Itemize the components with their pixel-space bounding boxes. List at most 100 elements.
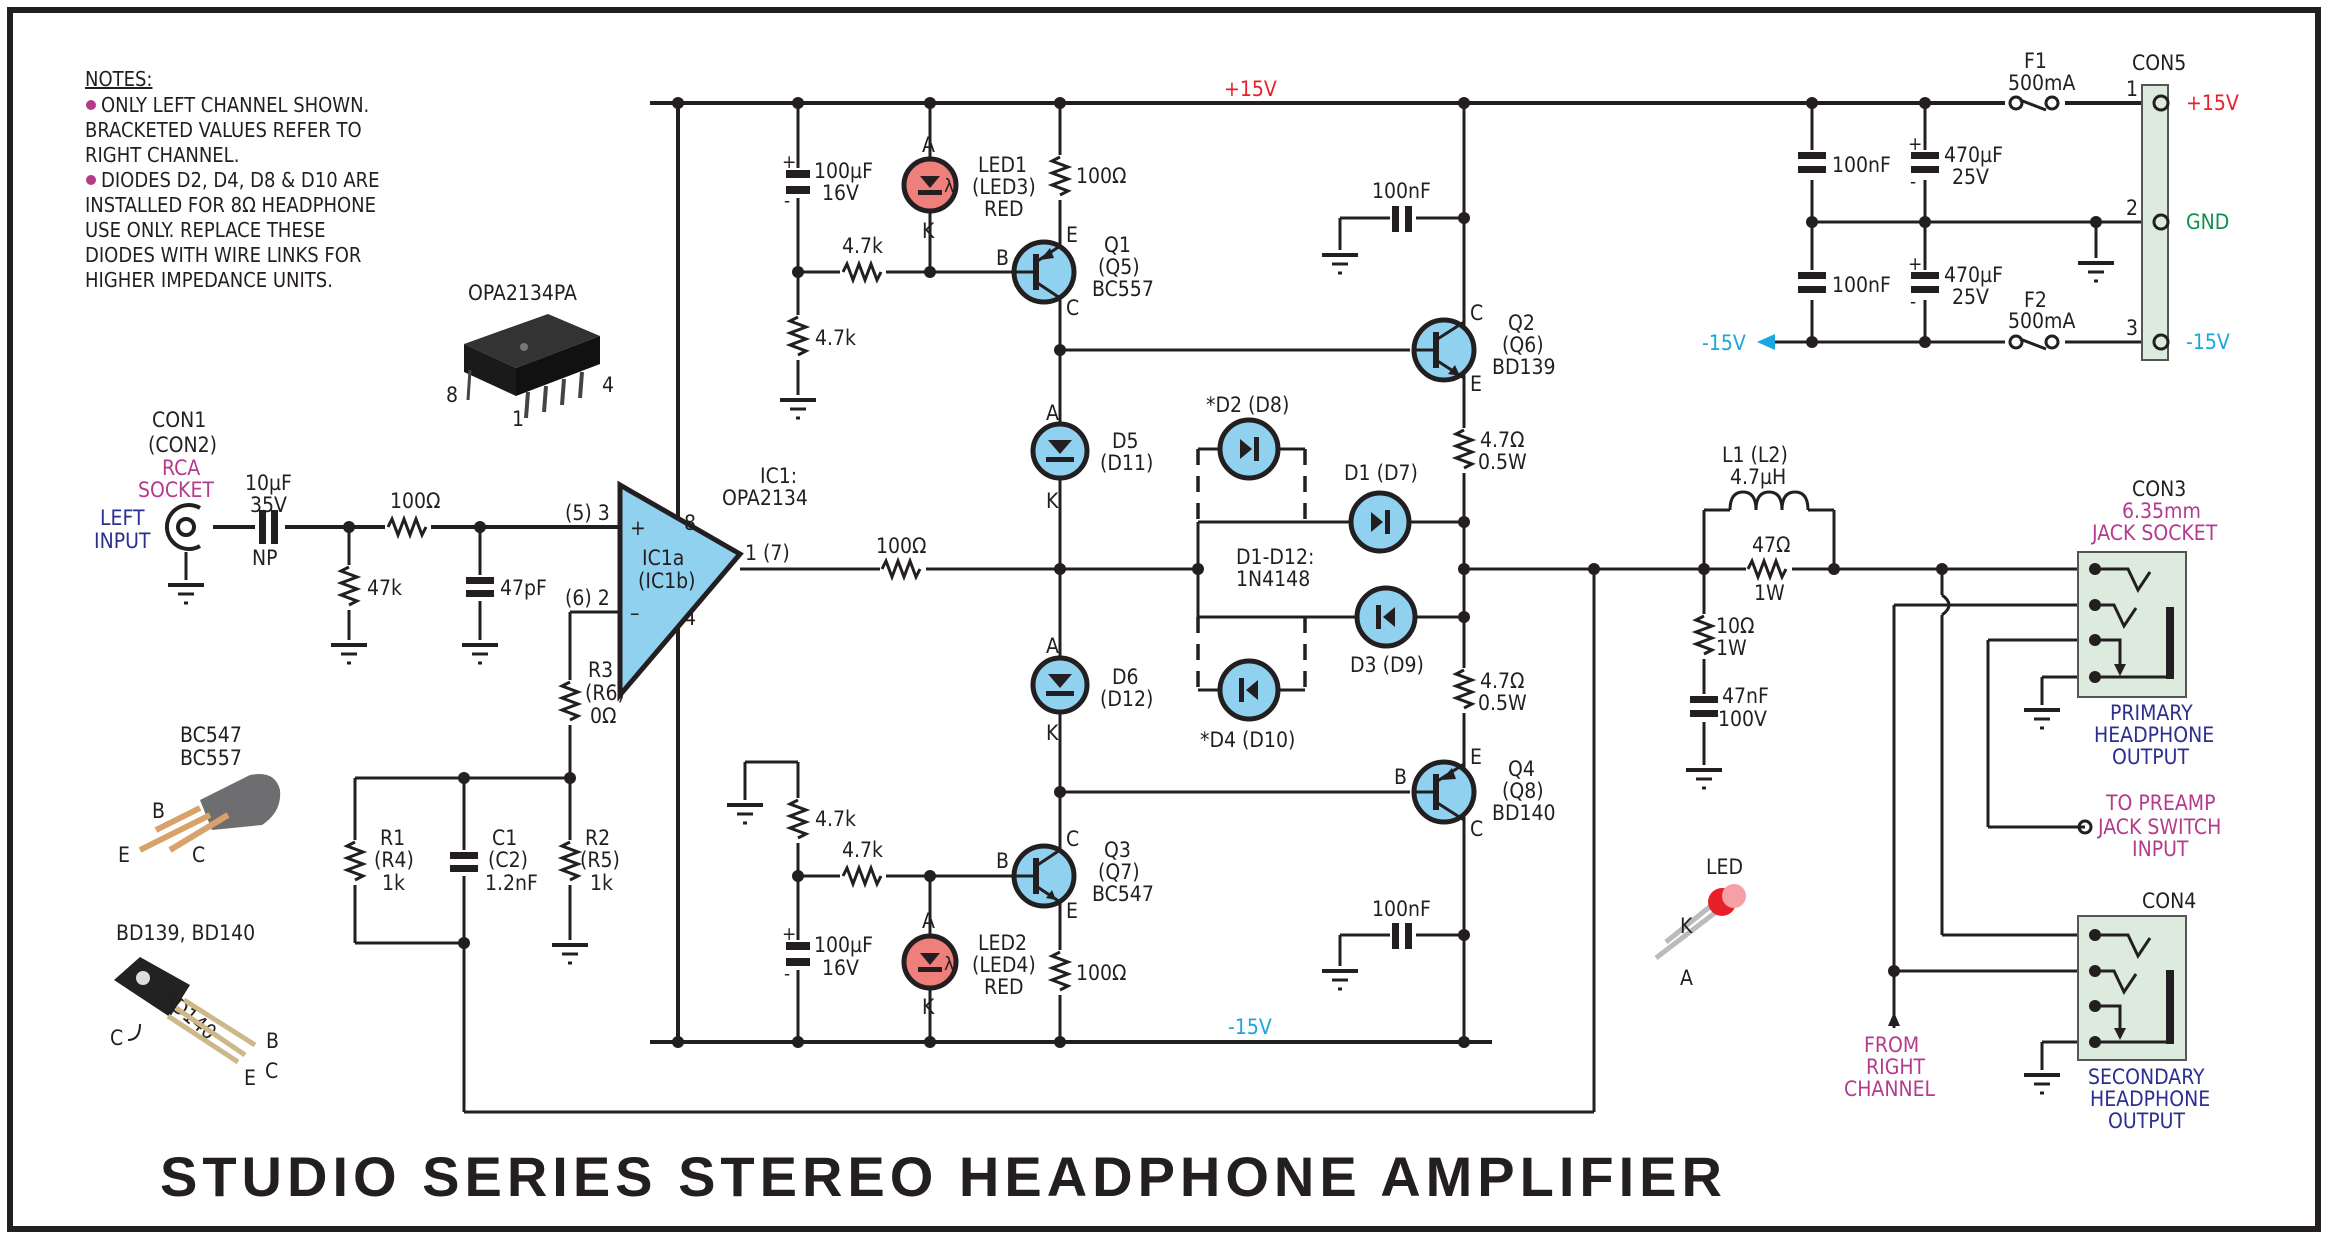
- input-label: INPUT: [94, 529, 151, 553]
- electrolytic-capacitor-icon: [786, 942, 810, 950]
- component-label: L1 (L2): [1722, 443, 1788, 467]
- pin-label: B: [996, 246, 1009, 270]
- component-label: (Q5): [1098, 255, 1140, 279]
- jack-con4: CON4 SECONDARY HEADPHONE OUTPUT: [2077, 889, 2210, 1133]
- svg-text:-: -: [1910, 171, 1916, 193]
- component-value: 500mA: [2008, 71, 2075, 95]
- pin-number: 2: [2126, 196, 2138, 220]
- resistor-icon: [557, 840, 583, 882]
- note-line: USE ONLY. REPLACE THESE: [85, 218, 326, 242]
- component-value: 4.7k: [842, 838, 883, 862]
- output-stage: 100nF C E Q2 (Q6) BD139 4.7Ω 0.5W 4.7Ω 0…: [1372, 179, 1556, 949]
- component-label: F2: [2024, 288, 2047, 312]
- pin-label: C: [265, 1059, 278, 1083]
- resistor-icon: [1047, 155, 1073, 197]
- pin-label: A: [1046, 401, 1059, 425]
- pin-label: (6) 2: [565, 586, 610, 610]
- component-label: F1: [2024, 49, 2047, 73]
- negative-rail-label: -15V: [1228, 1015, 1272, 1039]
- notes-heading: NOTES:: [85, 67, 152, 91]
- component-value: 4.7k: [815, 326, 856, 350]
- svg-text:+: +: [1908, 253, 1922, 275]
- component-value: 25V: [1952, 165, 1989, 189]
- terminal-icon: [2077, 819, 2093, 835]
- inductor-icon: [1728, 490, 1810, 511]
- pin-label: C: [110, 1026, 123, 1050]
- ground-icon: [1684, 768, 1724, 790]
- terminal-icon: [2152, 213, 2170, 231]
- component-label: LED2: [978, 931, 1027, 955]
- pin-label: A: [1680, 966, 1693, 990]
- component-value: BD140: [1492, 801, 1556, 825]
- terminal-icon: [2152, 333, 2170, 351]
- pin-label: K: [1680, 914, 1693, 938]
- component-value: 1W: [1754, 581, 1785, 605]
- component-label: (LED3): [972, 175, 1036, 199]
- opamp-package-label: OPA2134PA: [468, 281, 577, 305]
- component-value: 100V: [1718, 707, 1767, 731]
- clamp-diodes: *D2 (D8) D1 (D7) D3 (D9) *D4 (D10) D1-D1…: [1200, 393, 1424, 752]
- capacitor-icon: [1798, 272, 1826, 279]
- connector-label: CON3: [2132, 477, 2186, 501]
- ground-icon: [460, 643, 500, 665]
- opamp-ic1: + – IC1a (IC1b) (5) 3 (6) 2 8 4 1 (7) IC…: [565, 464, 808, 702]
- output-resistor: 100Ω: [876, 534, 927, 582]
- component-value: NP: [252, 546, 278, 570]
- component-value: 100nF: [1832, 273, 1891, 297]
- component-label: Q2: [1508, 311, 1535, 335]
- component-value: 47k: [367, 576, 402, 600]
- component-value: 4.7µH: [1730, 465, 1786, 489]
- component-value: 1k: [382, 871, 405, 895]
- power-transistor-illustration: BD139, BD140 BD140 C B C E: [110, 921, 279, 1090]
- pin-label: 8: [446, 383, 458, 407]
- connector-type: JACK SOCKET: [2091, 521, 2218, 545]
- pin-label: B: [266, 1029, 279, 1053]
- opamp-name: (IC1b): [638, 569, 696, 593]
- resistor-icon: [1451, 668, 1477, 710]
- component-value: BC547: [1092, 882, 1154, 906]
- ground-icon: [778, 398, 818, 420]
- resistor-icon: [1451, 428, 1477, 470]
- ground-icon: [329, 643, 369, 665]
- component-value: 10Ω: [1716, 614, 1754, 638]
- pin-number: 3: [2126, 316, 2138, 340]
- component-value: 4.7k: [815, 807, 856, 831]
- resistor-icon: [1047, 950, 1073, 992]
- component-label: D6: [1112, 665, 1139, 689]
- upper-bias: +- 100µF 16V 4.7k 4.7k λ A K LED1 (LED3)…: [782, 133, 1154, 360]
- feedback-network: R3 (R6) 0Ω R1 (R4) 1k C1 (C2) 1.2nF R2 (…: [342, 658, 625, 895]
- connector-type: RCA: [162, 456, 200, 480]
- output-label: JACK SWITCH: [2097, 815, 2221, 839]
- component-label: (D11): [1100, 451, 1153, 475]
- note-line: HIGHER IMPEDANCE UNITS.: [85, 268, 333, 292]
- svg-text:-: -: [784, 963, 790, 985]
- jack-contact-icon: [2095, 933, 2152, 960]
- note-line: RIGHT CHANNEL.: [85, 143, 239, 167]
- component-value: 100Ω: [1076, 164, 1127, 188]
- frame-border: [7, 7, 2321, 1232]
- pin-label: 4: [602, 373, 614, 397]
- junction-dots: [343, 97, 2102, 1048]
- svg-text:+: +: [782, 151, 796, 173]
- svg-text:+: +: [1908, 133, 1922, 155]
- component-value: 25V: [1952, 285, 1989, 309]
- input-label: FROM: [1864, 1033, 1919, 1057]
- resistor-icon: [1746, 556, 1788, 582]
- resistor-icon: [785, 798, 811, 840]
- pin-label: E: [244, 1066, 256, 1090]
- svg-text:λ: λ: [944, 953, 954, 975]
- pin-label: E: [118, 843, 130, 867]
- pin-label: -15V: [2186, 330, 2230, 354]
- note-line: DIODES D2, D4, D8 & D10 ARE: [101, 168, 380, 192]
- ground-icon: [2076, 261, 2116, 283]
- pin-label: A: [922, 909, 935, 933]
- component-value: 500mA: [2008, 309, 2075, 333]
- pin-label: E: [1066, 223, 1078, 247]
- package-label: BD139, BD140: [116, 921, 255, 945]
- pin-label: B: [1394, 765, 1407, 789]
- jack-sleeve-icon: [2166, 607, 2174, 679]
- opamp-minus-sign: –: [630, 601, 639, 625]
- electrolytic-capacitor-icon: [786, 170, 810, 178]
- capacitor-icon: [1392, 206, 1399, 232]
- note-line: ONLY LEFT CHANNEL SHOWN.: [101, 93, 369, 117]
